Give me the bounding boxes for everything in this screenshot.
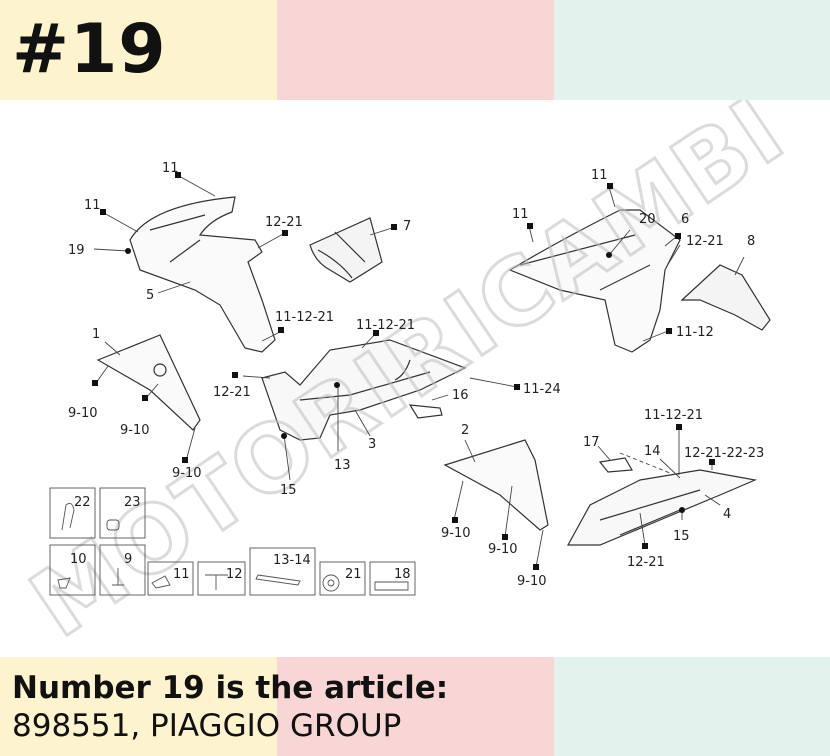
callout-14: 14 — [644, 444, 661, 459]
band-mint — [554, 0, 830, 100]
legend-label-10: 10 — [70, 552, 87, 567]
legend-label-13-14: 13-14 — [273, 553, 311, 568]
callout-9-10-e: 9-10 — [488, 542, 518, 557]
callout-9-10-f: 9-10 — [517, 574, 547, 589]
footer-color-band — [0, 657, 830, 756]
duct-part-7 — [309, 217, 383, 283]
callout-11-12-21-c: 11-12-21 — [644, 408, 703, 423]
callout-12-21-c: 12-21 — [686, 234, 724, 249]
legend-label-18: 18 — [394, 567, 411, 582]
band-mint — [554, 657, 830, 756]
band-yellow — [0, 657, 277, 756]
callout-6: 6 — [681, 212, 689, 227]
fairing-right-part-6 — [508, 209, 681, 353]
legend-label-9: 9 — [124, 552, 132, 567]
callout-3: 3 — [368, 437, 376, 452]
callout-11-12-21-b: 11-12-21 — [356, 318, 415, 333]
callout-7: 7 — [403, 219, 411, 234]
callout-11-b: 11 — [84, 198, 101, 213]
callout-11-12-21-a: 11-12-21 — [275, 310, 334, 325]
header-color-band — [0, 0, 830, 100]
legend-label-21: 21 — [345, 567, 362, 582]
callout-9-10-b: 9-10 — [120, 423, 150, 438]
lower-fairing-part-4 — [566, 469, 758, 546]
callout-11-24: 11-24 — [523, 382, 561, 397]
callout-11-d: 11 — [512, 207, 529, 222]
article-caption-detail: 898551, PIAGGIO GROUP — [12, 708, 402, 744]
callout-15-b: 15 — [673, 529, 690, 544]
callout-5: 5 — [146, 288, 154, 303]
callout-9-10-d: 9-10 — [441, 526, 471, 541]
side-panel-part-2 — [443, 439, 549, 531]
callout-4: 4 — [723, 507, 731, 522]
callout-12-21-a: 12-21 — [265, 215, 303, 230]
callout-19: 19 — [68, 243, 85, 258]
callout-1: 1 — [92, 327, 100, 342]
callout-9-10-a: 9-10 — [68, 406, 98, 421]
callout-20: 20 — [639, 212, 656, 227]
legend-label-22: 22 — [74, 495, 91, 510]
bracket-part-16 — [408, 404, 443, 419]
fairing-left-part — [129, 196, 276, 353]
duct-part-8 — [680, 264, 771, 331]
article-caption-heading: Number 19 is the article: — [12, 670, 449, 706]
band-yellow — [0, 0, 277, 100]
callout-8: 8 — [747, 234, 755, 249]
part-number-title: #19 — [12, 10, 167, 89]
bracket-part-17 — [598, 457, 633, 473]
band-pink — [277, 0, 554, 100]
exploded-parts-diagram: MOTORIRICAMBI — [11, 100, 805, 657]
belly-pan-part-3 — [261, 339, 467, 441]
band-pink — [277, 657, 554, 756]
side-panel-part-1 — [96, 334, 201, 431]
callout-12-21-b: 12-21 — [213, 385, 251, 400]
callout-15-a: 15 — [280, 483, 297, 498]
callout-12-21-d: 12-21 — [627, 555, 665, 570]
callout-11-12: 11-12 — [676, 325, 714, 340]
legend-label-11: 11 — [173, 567, 190, 582]
callout-17: 17 — [583, 435, 600, 450]
callout-13: 13 — [334, 458, 351, 473]
legend-label-12: 12 — [226, 567, 243, 582]
legend-label-23: 23 — [124, 495, 141, 510]
callout-9-10-c: 9-10 — [172, 466, 202, 481]
callout-11-a: 11 — [162, 161, 179, 176]
callout-16: 16 — [452, 388, 469, 403]
small-parts-legend — [49, 487, 416, 596]
callout-12-21-22-23: 12-21-22-23 — [684, 446, 764, 461]
callout-2: 2 — [461, 423, 469, 438]
callout-11-c: 11 — [591, 168, 608, 183]
